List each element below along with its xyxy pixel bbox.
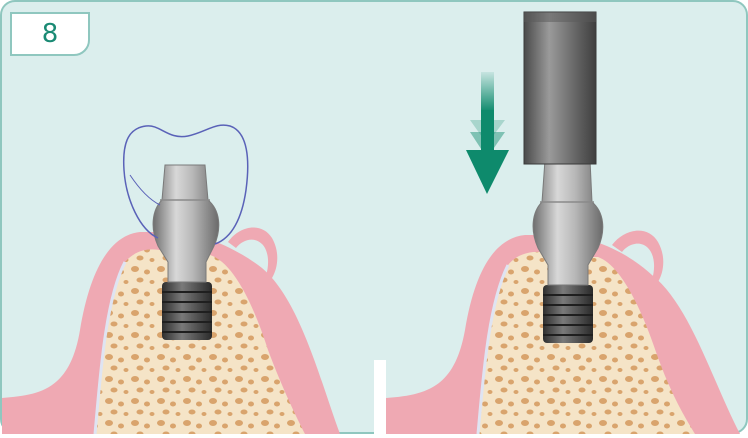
tightening-tool xyxy=(524,12,596,164)
step-number: 8 xyxy=(42,19,59,49)
panel-divider xyxy=(374,360,386,434)
step-badge: 8 xyxy=(10,12,90,56)
